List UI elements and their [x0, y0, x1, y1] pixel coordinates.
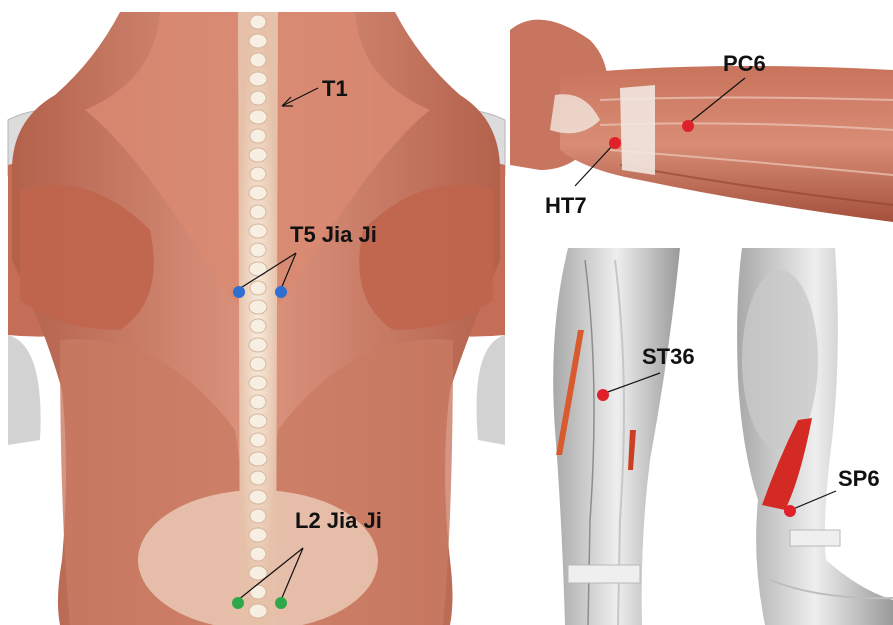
vertebra: [250, 357, 266, 371]
vertebra: [250, 167, 266, 181]
vertebra: [249, 186, 267, 200]
vertebra: [249, 34, 267, 48]
vertebra: [249, 452, 267, 466]
vertebra: [250, 395, 266, 409]
vertebra: [249, 376, 267, 390]
ht7-label: HT7: [545, 193, 587, 218]
t5-left-point: [233, 286, 245, 298]
vertebra: [250, 319, 266, 333]
vertebra: [250, 509, 266, 523]
right-arm-bone: [477, 335, 505, 445]
vertebra: [250, 547, 266, 561]
pc6-label: PC6: [723, 51, 766, 76]
ankle-band-left: [568, 565, 640, 583]
vertebra: [249, 604, 267, 618]
vertebra: [249, 414, 267, 428]
st36-label: ST36: [642, 344, 695, 369]
back-panel: T1 T5 Jia Ji L2 Jia Ji: [8, 12, 505, 625]
t5-jia-ji-label: T5 Jia Ji: [290, 222, 377, 247]
forearm-panel: PC6 HT7: [510, 8, 893, 228]
vertebra: [249, 528, 267, 542]
sp6-point: [784, 505, 796, 517]
l2-left-point: [232, 597, 244, 609]
ankle-band-right: [790, 530, 840, 546]
vertebra: [250, 91, 266, 105]
vertebra: [249, 300, 267, 314]
wrist-retinaculum: [620, 85, 655, 175]
vertebra: [250, 15, 266, 29]
calf-panel: SP6: [737, 248, 893, 625]
vertebra: [250, 53, 266, 67]
vertebra: [249, 262, 267, 276]
vertebra: [250, 433, 266, 447]
vertebra: [250, 585, 266, 599]
ht7-point: [609, 137, 621, 149]
vertebra: [250, 205, 266, 219]
t5-right-point: [275, 286, 287, 298]
l2-right-point: [275, 597, 287, 609]
vertebra: [249, 338, 267, 352]
vertebra: [249, 148, 267, 162]
vertebra: [249, 110, 267, 124]
vertebra: [250, 281, 266, 295]
t1-label: T1: [322, 76, 348, 101]
l2-jia-ji-label: L2 Jia Ji: [295, 508, 382, 533]
vertebra: [249, 224, 267, 238]
vertebra: [249, 72, 267, 86]
pc6-point: [682, 120, 694, 132]
vertebra: [249, 490, 267, 504]
vertebra: [249, 566, 267, 580]
shin-panel: ST36: [553, 248, 694, 625]
vertebra: [250, 243, 266, 257]
sp6-label: SP6: [838, 466, 880, 491]
st36-point: [597, 389, 609, 401]
vertebra: [250, 129, 266, 143]
left-arm-bone: [8, 335, 41, 445]
vertebra: [250, 471, 266, 485]
